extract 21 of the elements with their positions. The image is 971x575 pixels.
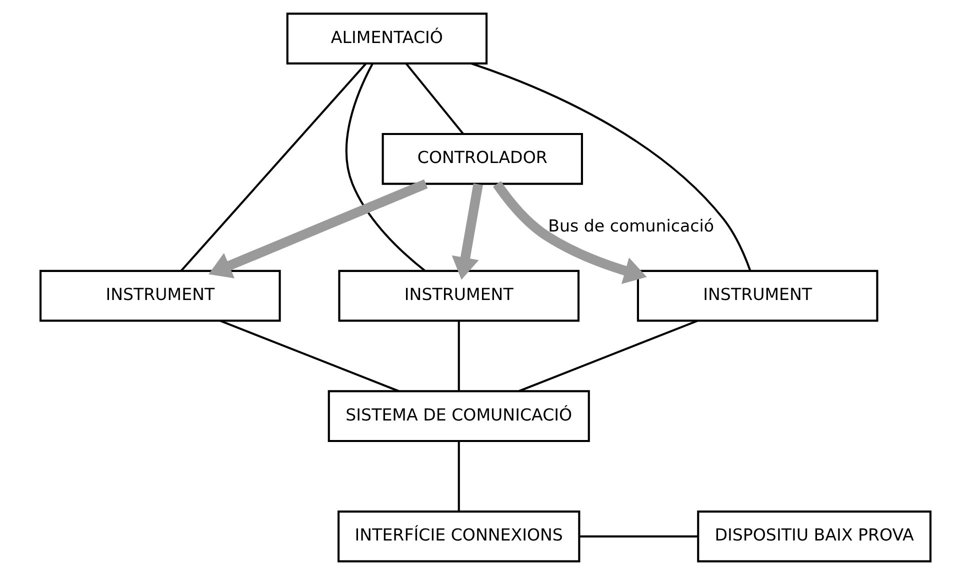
connector (518, 320, 698, 392)
node-box: ALIMENTACIÓ (286, 12, 488, 64)
edge-label: Bus de comunicació (548, 216, 714, 236)
connector (471, 62, 752, 272)
node-box: CONTROLADOR (382, 132, 583, 185)
node-box: INSTRUMENT (40, 270, 281, 322)
connector (180, 63, 366, 272)
connector (458, 441, 460, 512)
arrow (208, 179, 428, 278)
connector (579, 535, 698, 538)
arrow (492, 181, 647, 284)
connector (345, 63, 426, 272)
connector (220, 320, 400, 392)
connector (458, 320, 460, 391)
arrow (452, 183, 483, 280)
node-box: SISTEMA DE COMUNICACIÓ (328, 390, 590, 442)
connector (405, 63, 464, 134)
node-box: INTERFÍCIE CONNEXIONS (338, 510, 580, 562)
node-box: INSTRUMENT (338, 270, 580, 322)
node-box: DISPOSITIU BAIX PROVA (697, 510, 932, 562)
node-box: INSTRUMENT (636, 270, 878, 322)
